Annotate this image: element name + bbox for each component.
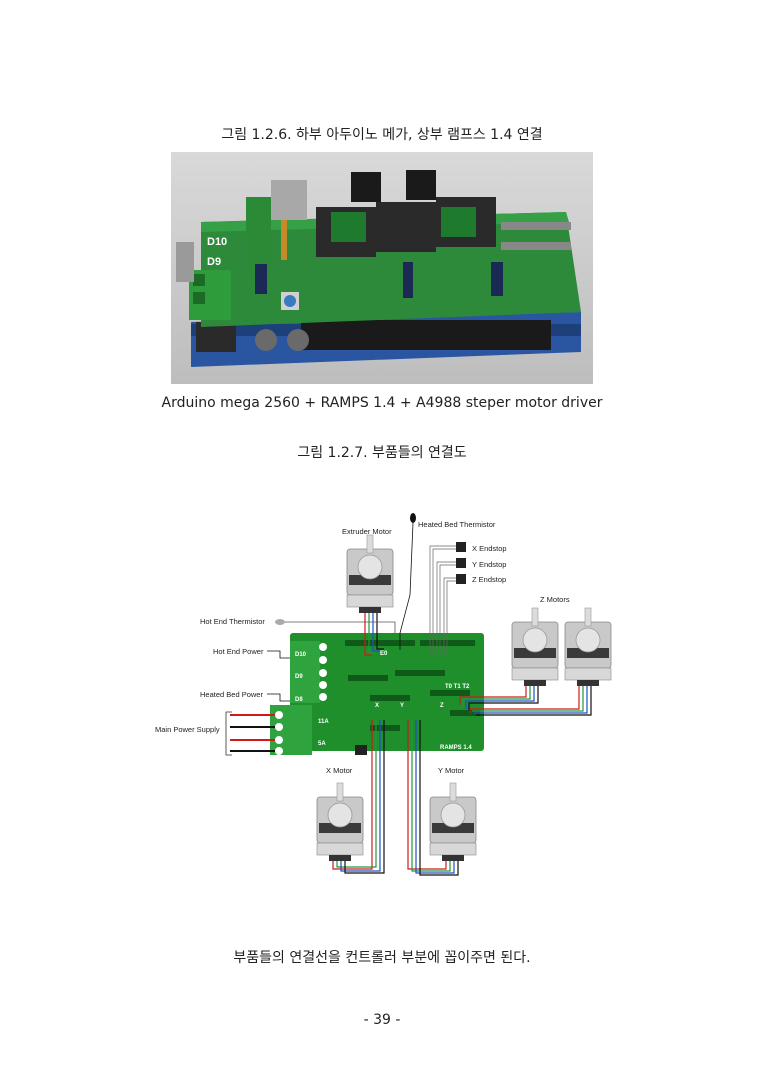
- board-d10: D10: [295, 652, 307, 658]
- board-d9: D9: [295, 674, 303, 680]
- board-z: Z: [440, 703, 444, 709]
- x-motor-icon: [316, 782, 364, 862]
- extruder-motor-label: Extruder Motor: [342, 527, 392, 536]
- board-fuse-5a: 5A: [318, 741, 326, 747]
- heated-bed-power-label: Heated Bed Power: [200, 690, 263, 699]
- note-text: 부품들의 연결선을 컨트롤러 부분에 꼽이주면 된다.: [233, 950, 531, 966]
- figure-1-caption: 그림 1.2.6. 하부 아두이노 메가, 상부 램프스 1.4 연결: [221, 127, 543, 143]
- x-endstop-label: X Endstop: [472, 544, 507, 553]
- heated-bed-thermistor-label: Heated Bed Thermistor: [418, 520, 496, 529]
- z-motor-left-icon: [511, 607, 559, 687]
- y-endstop-label: Y Endstop: [472, 560, 506, 569]
- hot-end-thermistor-label: Hot End Thermistor: [200, 617, 265, 626]
- board-name: RAMPS 1.4: [440, 745, 472, 751]
- y-motor-icon: [429, 782, 477, 862]
- y-motor-label: Y Motor: [438, 766, 465, 775]
- wiring-diagram: D10 D9 D8 11A 5A RAMPS 1.4 E0 T0 T1 T2 X…: [150, 505, 630, 890]
- photo-caption: Arduino mega 2560 + RAMPS 1.4 + A4988 st…: [161, 395, 603, 411]
- z-motors-label: Z Motors: [540, 595, 570, 604]
- board-x: X: [375, 703, 379, 709]
- page-number: - 39 -: [363, 1012, 401, 1028]
- main-power-supply-label: Main Power Supply: [155, 725, 220, 734]
- photo-d9-label: D9: [207, 256, 221, 268]
- board-y: Y: [400, 703, 404, 709]
- z-motor-right-icon: [564, 607, 612, 687]
- photo-d10-label: D10: [207, 236, 227, 248]
- board-t-labels: T0 T1 T2: [445, 684, 470, 690]
- x-motor-label: X Motor: [326, 766, 353, 775]
- arduino-ramps-photo: D10 D9: [171, 152, 593, 384]
- extruder-motor-icon: [346, 534, 394, 614]
- board-d8: D8: [295, 697, 303, 703]
- board-fuse-11a: 11A: [318, 719, 329, 725]
- figure-2-caption: 그림 1.2.7. 부품들의 연결도: [297, 445, 467, 461]
- hot-end-power-label: Hot End Power: [213, 647, 264, 656]
- board-e0: E0: [380, 651, 388, 657]
- z-endstop-label: Z Endstop: [472, 575, 506, 584]
